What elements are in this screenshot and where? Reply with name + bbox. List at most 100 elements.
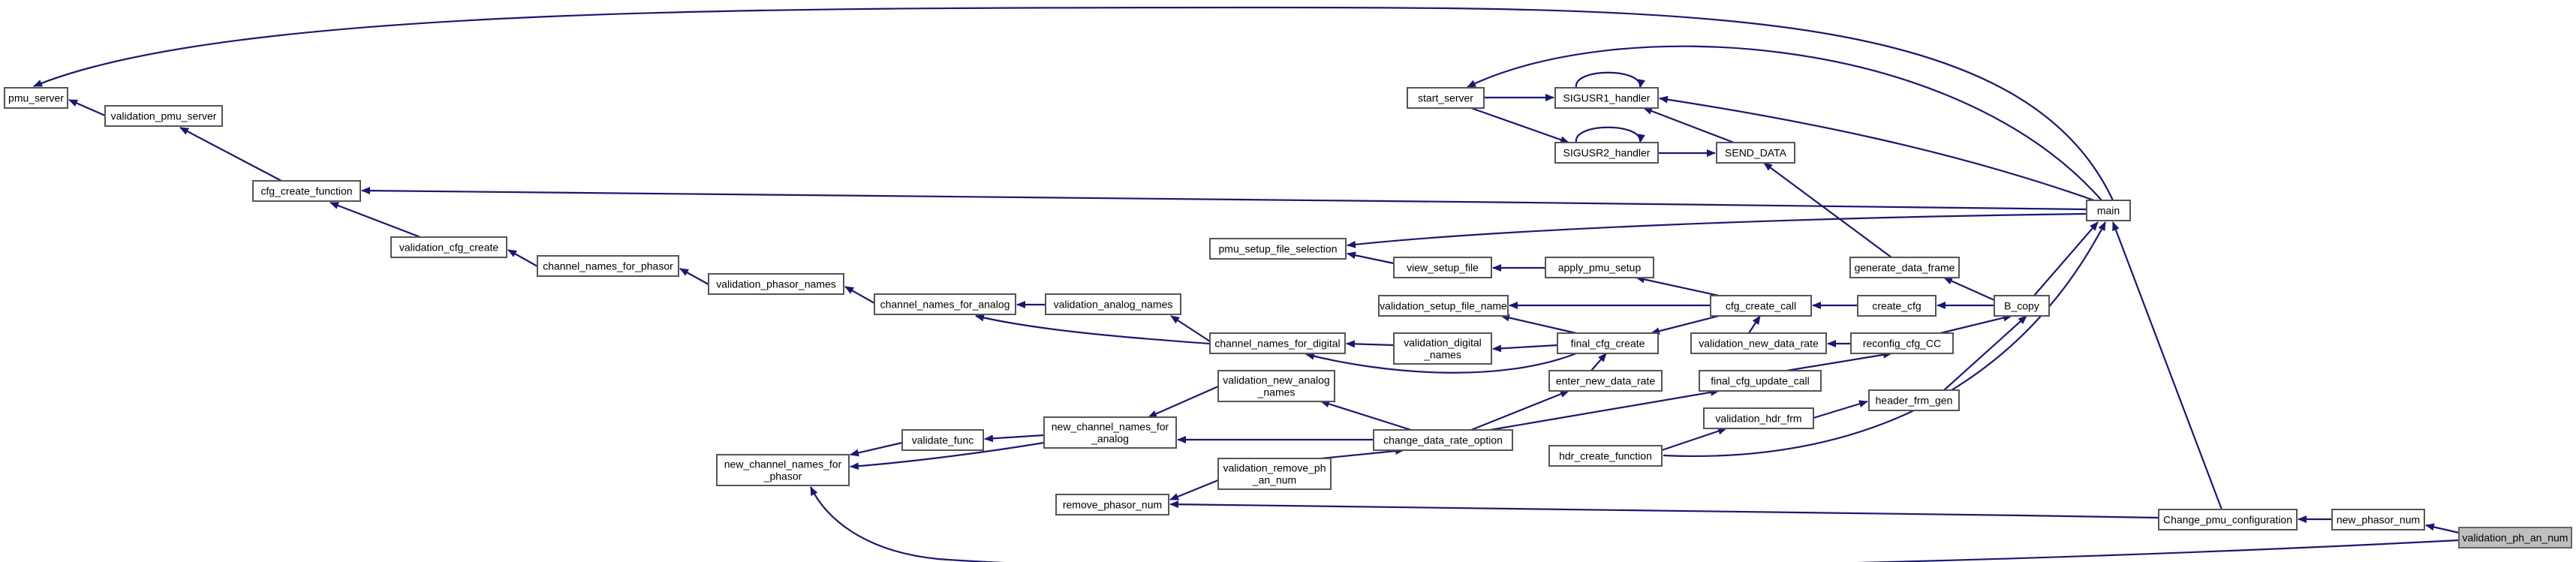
node-final-cfg-create[interactable]: final_cfg_create [1557, 332, 1659, 354]
node-label: cfg_create_call [1726, 300, 1796, 312]
edge-start-server-to-sigusr2-handler [1470, 107, 1569, 144]
node-box [390, 236, 507, 258]
node-pmu-server[interactable]: pmu_server [4, 87, 68, 109]
edge-channel-names-for-digital-to-validation-analog-names [1170, 315, 1211, 342]
edge-generate-data-frame-to-send-data [1763, 162, 1892, 258]
node-channel-names-for-digital[interactable]: channel_names_for_digital [1209, 332, 1346, 354]
node-label: new_phasor_num [2337, 514, 2420, 526]
node-validation-cfg-create[interactable]: validation_cfg_create [390, 236, 507, 258]
node-box [2086, 200, 2131, 221]
node-header-frm-gen[interactable]: header_frm_gen [1868, 389, 1960, 411]
node-box [716, 454, 850, 486]
edge-channel-names-for-digital-to-channel-names-for-analog [975, 314, 1211, 345]
node-box [1209, 238, 1347, 260]
node-box [4, 87, 68, 109]
node-label: remove_phasor_num [1063, 499, 1162, 511]
node-reconfig-cfg-cc[interactable]: reconfig_cfg_CC [1850, 332, 1954, 354]
node-pmu-setup-file-selection[interactable]: pmu_setup_file_selection [1209, 238, 1347, 260]
node-label: _names [1423, 349, 1461, 361]
edge-cfg-create-call-to-final-cfg-create [1651, 314, 1720, 335]
node-label: SIGUSR2_handler [1563, 147, 1651, 159]
node-validation-new-data-rate[interactable]: validation_new_data_rate [1690, 332, 1827, 354]
node-view-setup-file[interactable]: view_setup_file [1393, 257, 1492, 278]
edge-b-copy-to-generate-data-frame [1943, 276, 1995, 302]
node-new-channel-names-for-analog[interactable]: new_channel_names_for_analog [1043, 416, 1177, 449]
node-hdr-create-function[interactable]: hdr_create_function [1548, 445, 1663, 467]
node-start-server[interactable]: start_server [1407, 87, 1485, 109]
node-label: enter_new_data_rate [1556, 375, 1656, 387]
node-label: validation_hdr_frm [1715, 413, 1801, 425]
edge-validation-hdr-frm-to-header-frm-gen [1813, 400, 1868, 419]
node-remove-phasor-num[interactable]: remove_phasor_num [1055, 494, 1169, 515]
node-send-data[interactable]: SEND_DATA [1716, 142, 1795, 164]
node-generate-data-frame[interactable]: generate_data_frame [1849, 257, 1960, 278]
node-box [104, 105, 223, 127]
node-label: validate_func [912, 434, 974, 446]
edge-final-cfg-create-to-validation-digital-names [1492, 344, 1558, 353]
edge-validation-ph-an-num-to-new-channel-names-for-phasor [810, 486, 2460, 562]
node-change-pmu-configuration[interactable]: Change_pmu_configuration [2158, 509, 2298, 530]
edge-main-to-cfg-create-function [361, 187, 2087, 211]
node-b-copy[interactable]: B_copy [1994, 295, 2050, 317]
node-validate-func[interactable]: validate_func [901, 429, 984, 451]
node-label: _analog [1091, 433, 1129, 445]
node-cfg-create-call[interactable]: cfg_create_call [1710, 295, 1812, 317]
node-final-cfg-update-call[interactable]: final_cfg_update_call [1699, 370, 1822, 392]
node-label: start_server [1418, 92, 1473, 104]
edge-validation-digital-names-to-channel-names-for-digital [1346, 340, 1395, 348]
node-new-channel-names-for-phasor[interactable]: new_channel_names_for_phasor [716, 454, 850, 486]
edge-enter-new-data-rate-to-final-cfg-create [1590, 353, 1607, 371]
node-validation-ph-an-num[interactable]: validation_ph_an_num [2458, 527, 2572, 548]
node-box [1393, 332, 1492, 365]
node-validation-digital-names[interactable]: validation_digital_names [1393, 332, 1492, 365]
node-sigusr1-handler[interactable]: SIGUSR1_handler [1554, 87, 1659, 109]
node-channel-names-for-analog[interactable]: channel_names_for_analog [874, 293, 1016, 315]
node-change-data-rate-option[interactable]: change_data_rate_option [1373, 429, 1513, 451]
edge-send-data-to-sigusr1-handler [1643, 107, 1735, 144]
node-main[interactable]: main [2086, 200, 2131, 221]
edge-validate-func-to-new-channel-names-for-phasor [850, 441, 903, 457]
node-apply-pmu-setup[interactable]: apply_pmu_setup [1545, 257, 1654, 278]
node-box [901, 429, 984, 451]
edge-cfg-create-function-to-validation-pmu-server [179, 127, 282, 182]
node-label: validation_phasor_names [716, 278, 836, 290]
node-validation-pmu-server[interactable]: validation_pmu_server [104, 105, 223, 127]
edge-new-channel-names-for-analog-to-validate-func [984, 434, 1045, 443]
node-label: Change_pmu_configuration [2163, 514, 2292, 526]
node-new-phasor-num[interactable]: new_phasor_num [2331, 509, 2425, 530]
node-sigusr2-handler[interactable]: SIGUSR2_handler [1554, 142, 1659, 164]
node-validation-analog-names[interactable]: validation_analog_names [1045, 293, 1181, 315]
node-box [2331, 509, 2425, 530]
node-label: cfg_create_function [260, 185, 352, 197]
node-label: final_cfg_create [1571, 338, 1645, 350]
node-validation-phasor-names[interactable]: validation_phasor_names [708, 273, 844, 295]
node-validation-hdr-frm[interactable]: validation_hdr_frm [1703, 407, 1814, 429]
node-channel-names-for-phasor[interactable]: channel_names_for_phasor [537, 255, 679, 277]
node-box [1690, 332, 1827, 354]
node-label: _phasor [763, 470, 802, 482]
edge-validation-new-analog-names-to-new-channel-names-for-analog [1148, 385, 1219, 419]
edge-validation-cfg-create-to-cfg-create-function [330, 201, 421, 239]
node-cfg-create-function[interactable]: cfg_create_function [252, 180, 361, 202]
node-box [1217, 370, 1335, 402]
node-label: validation_pmu_server [111, 110, 217, 122]
edge-change-data-rate-option-to-enter-new-data-rate [1470, 389, 1569, 431]
node-box [1045, 293, 1181, 315]
node-enter-new-data-rate[interactable]: enter_new_data_rate [1548, 370, 1663, 392]
node-create-cfg[interactable]: create_cfg [1857, 295, 1937, 317]
node-label: B_copy [2004, 300, 2039, 312]
edge-sigusr1-handler-to-sigusr1-handler [1575, 71, 1645, 89]
node-box [1378, 295, 1509, 317]
node-label: hdr_create_function [1559, 450, 1652, 462]
node-validation-remove-ph-an-num[interactable]: validation_remove_ph_an_num [1217, 458, 1332, 490]
node-validation-setup-file-name[interactable]: validation_setup_file_name [1378, 295, 1509, 317]
edge-new-channel-names-for-analog-to-new-channel-names-for-phasor [850, 441, 1045, 470]
node-box [1710, 295, 1812, 317]
node-validation-new-analog-names[interactable]: validation_new_analog_names [1217, 370, 1335, 402]
edge-channel-names-for-phasor-to-validation-cfg-create [507, 249, 538, 267]
node-box [1548, 445, 1663, 467]
edge-main-to-start-server [1467, 45, 2102, 201]
node-box [1548, 370, 1663, 392]
node-label: apply_pmu_setup [1558, 262, 1642, 274]
